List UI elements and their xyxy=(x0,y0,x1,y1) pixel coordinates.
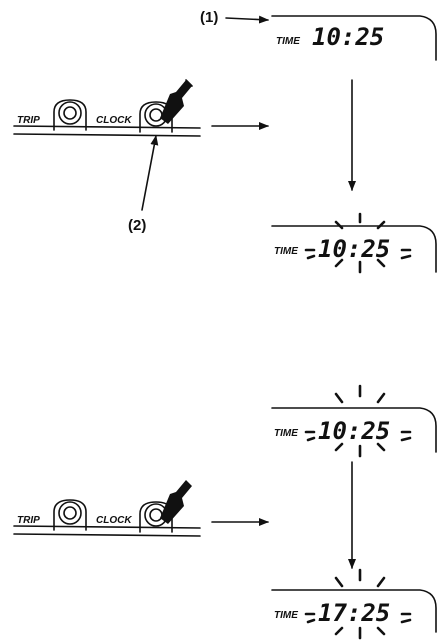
blink-marks-icon xyxy=(304,212,412,274)
callout-button-number: (2) xyxy=(128,217,146,234)
display-label: TIME xyxy=(276,36,300,47)
time-display-blinking-1: TIME 10:25 xyxy=(271,212,437,274)
button-panel-top: TRIP CLOCK xyxy=(13,79,201,137)
trip-button-label: TRIP xyxy=(17,515,40,526)
clock-button-label: CLOCK xyxy=(96,515,132,526)
time-display-blinking-2: TIME 10:25 xyxy=(271,384,437,458)
trip-button xyxy=(53,499,87,531)
display-time: 10:25 xyxy=(318,417,390,445)
button-panel-bottom: TRIP CLOCK xyxy=(13,480,201,537)
pointing-hand-icon xyxy=(160,79,193,124)
trip-button xyxy=(53,99,87,131)
display-label: TIME xyxy=(274,246,298,257)
display-time: 10:25 xyxy=(312,23,384,51)
callout-display-leader xyxy=(225,15,269,24)
pointing-hand-icon xyxy=(160,480,192,524)
time-display-blinking-3: TIME 17:25 xyxy=(271,568,437,640)
display-label: TIME xyxy=(274,428,298,439)
callout-display-number: (1) xyxy=(200,9,218,26)
display-time: 10:25 xyxy=(318,235,390,263)
callout-button-leader xyxy=(141,135,159,211)
blink-marks-icon xyxy=(304,568,412,640)
time-display-initial: TIME 10:25 xyxy=(271,15,437,61)
display-label: TIME xyxy=(274,610,298,621)
display-time: 17:25 xyxy=(318,599,390,627)
trip-button-label: TRIP xyxy=(17,115,40,126)
clock-button-label: CLOCK xyxy=(96,115,132,126)
blink-marks-icon xyxy=(304,384,412,458)
